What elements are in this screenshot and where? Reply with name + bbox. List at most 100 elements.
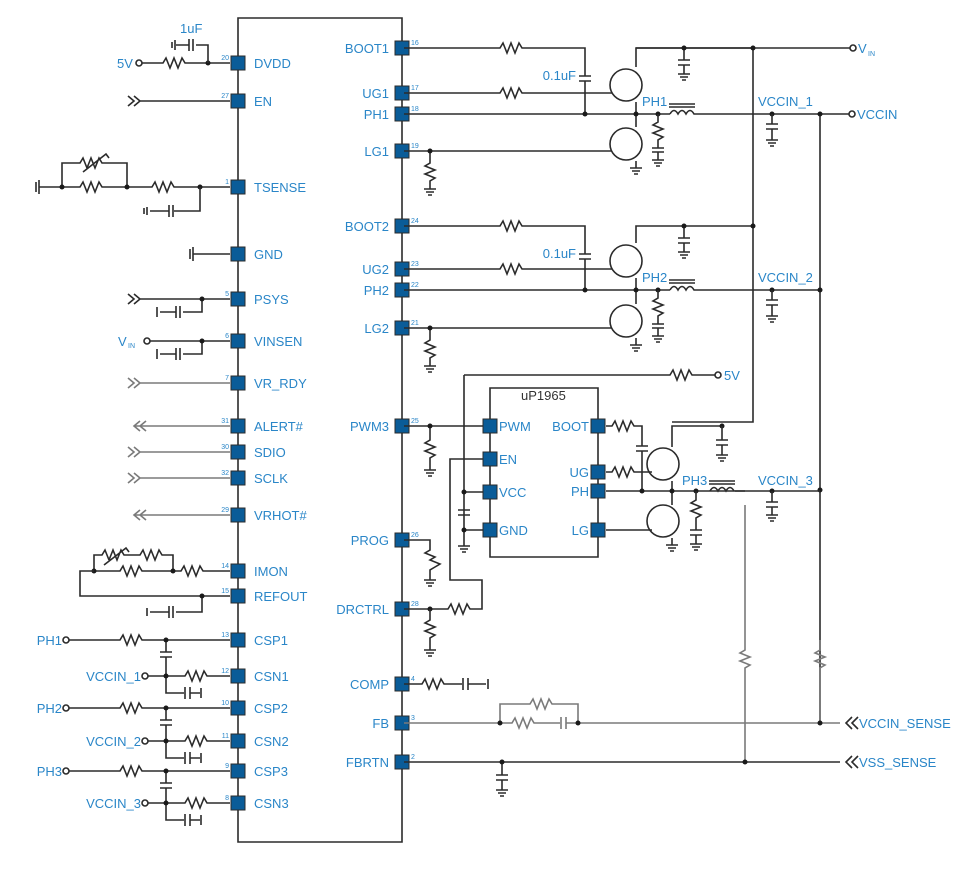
main-ic-pin [230, 333, 246, 349]
main-ic-pin-label: ALERT# [254, 419, 304, 434]
main-ic-pin-number: 29 [221, 507, 229, 514]
main-ic-pin [230, 291, 246, 307]
driver-ic-pin [482, 451, 498, 467]
main-ic-pin-label: VR_RDY [254, 376, 307, 391]
main-ic-pin-number: 32 [221, 470, 229, 477]
vccin-sense-label: VCCIN_SENSE [859, 716, 951, 731]
main-ic-pin-label: PH2 [364, 283, 389, 298]
main-ic-pin [230, 375, 246, 391]
main-ic-pin-label: CSP2 [254, 701, 288, 716]
dvdd-5v-label: 5V [117, 56, 133, 71]
dvdd-network: 1uF 5V [117, 21, 230, 71]
main-ic-pin-number: 28 [411, 601, 419, 608]
main-ic-pin-label: CSN1 [254, 669, 289, 684]
vccin-rail: VCCIN [817, 107, 897, 723]
main-ic-pin-number: 3 [411, 715, 415, 722]
main-ic-pin-label: UG1 [362, 86, 389, 101]
main-ic-pin [230, 418, 246, 434]
driver-ic-pin-label: BOOT [552, 419, 589, 434]
main-ic-pin [230, 763, 246, 779]
psys-network [127, 293, 230, 318]
main-ic-pin-number: 20 [221, 55, 229, 62]
main-ic-pin-label: DVDD [254, 56, 291, 71]
cs-input-label: VCCIN_3 [86, 796, 141, 811]
vccin-node-label: VCCIN_2 [758, 270, 813, 285]
main-ic-pin-number: 19 [411, 143, 419, 150]
driver-ic-pin [590, 522, 606, 538]
main-ic-pin-number: 17 [411, 85, 419, 92]
phase-node-label: PH2 [642, 270, 667, 285]
main-ic-pin [230, 507, 246, 523]
cs-input-label: PH2 [37, 701, 62, 716]
main-ic-pin [230, 444, 246, 460]
driver-ic-pin-label: EN [499, 452, 517, 467]
main-ic-pin-label: CSN3 [254, 796, 289, 811]
main-ic-pin-number: 4 [411, 676, 415, 683]
vin-subscript: IN [128, 343, 135, 350]
driver-ic-pin-label: LG [572, 523, 589, 538]
vin-output-subscript: IN [868, 51, 875, 58]
vccin-node-label: VCCIN_1 [758, 94, 813, 109]
bootstrap-cap-label: 0.1uF [543, 246, 576, 261]
driver-ic-pin [482, 418, 498, 434]
main-ic-pin-label: GND [254, 247, 283, 262]
phase2-power-stage: 0.1uF PH2 VCCIN_2 [404, 218, 820, 373]
main-ic-pin-number: 7 [225, 375, 229, 382]
main-ic-pin-label: CSP3 [254, 764, 288, 779]
driver-ic-pin-label: UG [570, 465, 590, 480]
sense-network: VCCIN_SENSE VSS_SENSE [404, 505, 951, 797]
main-ic-pin-number: 24 [411, 218, 419, 225]
main-ic-pin [230, 733, 246, 749]
main-ic-pin-label: SCLK [254, 471, 288, 486]
main-ic-pin-number: 25 [411, 418, 419, 425]
driver-ic-pin [482, 484, 498, 500]
main-ic-pin-label: BOOT1 [345, 41, 389, 56]
main-ic-pin-number: 31 [221, 418, 229, 425]
main-ic-pin [230, 55, 246, 71]
main-ic-pin-number: 22 [411, 282, 419, 289]
gnd-symbol [189, 247, 230, 261]
main-ic-pin-label: VINSEN [254, 334, 302, 349]
main-ic-pin-label: FBRTN [346, 755, 389, 770]
cs-input-label: PH1 [37, 633, 62, 648]
sdio-arrow [127, 446, 230, 458]
main-ic-pin [230, 563, 246, 579]
main-ic-pin-label: BOOT2 [345, 219, 389, 234]
main-ic-pin-number: 6 [225, 333, 229, 340]
main-ic-pin-label: PH1 [364, 107, 389, 122]
main-ic-pin-number: 13 [221, 632, 229, 639]
imon-network [79, 546, 230, 618]
main-ic-pin [230, 588, 246, 604]
main-ic-pin-label: PWM3 [350, 419, 389, 434]
phase-node-label: PH1 [642, 94, 667, 109]
phase3-power-stage: PH3 VCCIN_3 [606, 418, 820, 552]
vinsen-vin-label: V [118, 334, 127, 349]
main-ic-pin-label: TSENSE [254, 180, 306, 195]
main-ic-pin-number: 1 [225, 179, 229, 186]
vinsen-network: V IN [118, 334, 230, 360]
cs-input-label: VCCIN_2 [86, 734, 141, 749]
main-ic-pin-number: 26 [411, 532, 419, 539]
main-ic-pin-number: 30 [221, 444, 229, 451]
cap-1uf-label: 1uF [180, 21, 202, 36]
main-ic-pin-number: 27 [221, 93, 229, 100]
main-ic-pin-label: CSP1 [254, 633, 288, 648]
main-ic-pin [230, 93, 246, 109]
main-ic-pin-label: SDIO [254, 445, 286, 460]
driver-ic: uP1965 [489, 387, 599, 558]
main-ic-pin-number: 12 [221, 668, 229, 675]
en-input-arrow [127, 95, 230, 107]
vccin-output-label: VCCIN [857, 107, 897, 122]
main-ic-pin [230, 632, 246, 648]
main-ic-pin-number: 23 [411, 261, 419, 268]
main-ic-pin-number: 8 [225, 795, 229, 802]
driver-ic-pin-label: VCC [499, 485, 526, 500]
driver-ic-pin [590, 418, 606, 434]
main-ic-pin-label: CSN2 [254, 734, 289, 749]
vin-rail: V IN [636, 41, 875, 423]
driver-ic-pin-label: PH [571, 484, 589, 499]
bootstrap-cap-label: 0.1uF [543, 68, 576, 83]
vin-output-label: V [858, 41, 867, 56]
driver-ic-pin [590, 483, 606, 499]
